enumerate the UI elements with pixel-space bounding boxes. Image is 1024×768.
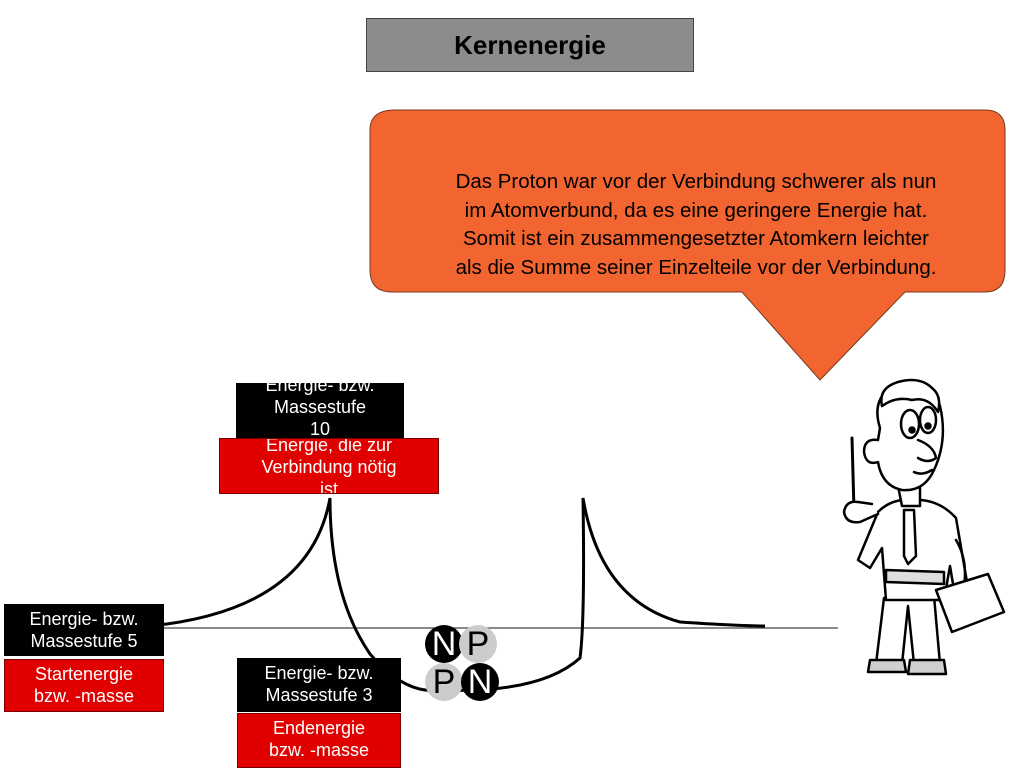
bubble-line: Das Proton war vor der Verbindung schwer… [455, 170, 937, 193]
level-5-label: Energie- bzw. Massestufe 5 [4, 604, 164, 656]
label-line: Energie, die zur [265, 438, 393, 455]
nucleus: N P P N [425, 625, 499, 701]
label-line: Massestufe [273, 397, 367, 417]
proton-label: P [433, 663, 456, 701]
speech-bubble [369, 109, 1006, 381]
label-line: ist [320, 479, 338, 494]
neutron-label: N [432, 625, 457, 663]
label-line: bzw. -masse [268, 740, 370, 760]
connect-energy-label: Energie, die zur Verbindung nötig ist [219, 438, 439, 494]
label-line: Massestufe 5 [30, 631, 138, 651]
label-line: 10 [309, 419, 331, 439]
neutron-label: N [468, 663, 493, 701]
bubble-line: als die Summe seiner Einzelteile vor der… [455, 255, 937, 279]
label-line: Endenergie [272, 718, 366, 738]
label-line: Startenergie [34, 664, 134, 684]
energy-curve [149, 497, 766, 693]
neutron-particle [425, 625, 463, 663]
bubble-line: im Atomverbund, da es eine geringere Ene… [464, 198, 928, 222]
start-energy-label: Startenergie bzw. -masse [4, 659, 164, 712]
page-title: Kernenergie [366, 18, 694, 72]
end-energy-label: Endenergie bzw. -masse [237, 713, 401, 768]
neutron-particle [461, 663, 499, 701]
speech-bubble-text: Das Proton war vor der Verbindung schwer… [386, 168, 1006, 282]
bubble-line: Somit ist ein zusammengesetzter Atomkern… [463, 227, 929, 250]
label-line: bzw. -masse [33, 686, 135, 706]
level-3-label: Energie- bzw. Massestufe 3 [237, 658, 401, 712]
proton-particle [459, 625, 497, 663]
label-line: Massestufe 3 [265, 685, 373, 705]
proton-particle [425, 663, 463, 701]
teacher-figure [842, 378, 1006, 676]
label-line: Energie- bzw. [29, 609, 139, 629]
label-line: Energie- bzw. [264, 663, 374, 683]
label-line: Energie- bzw. [265, 383, 375, 395]
label-line: Verbindung nötig [261, 457, 397, 477]
level-10-label: Energie- bzw. Massestufe 10 [236, 383, 404, 439]
proton-label: P [467, 625, 490, 663]
